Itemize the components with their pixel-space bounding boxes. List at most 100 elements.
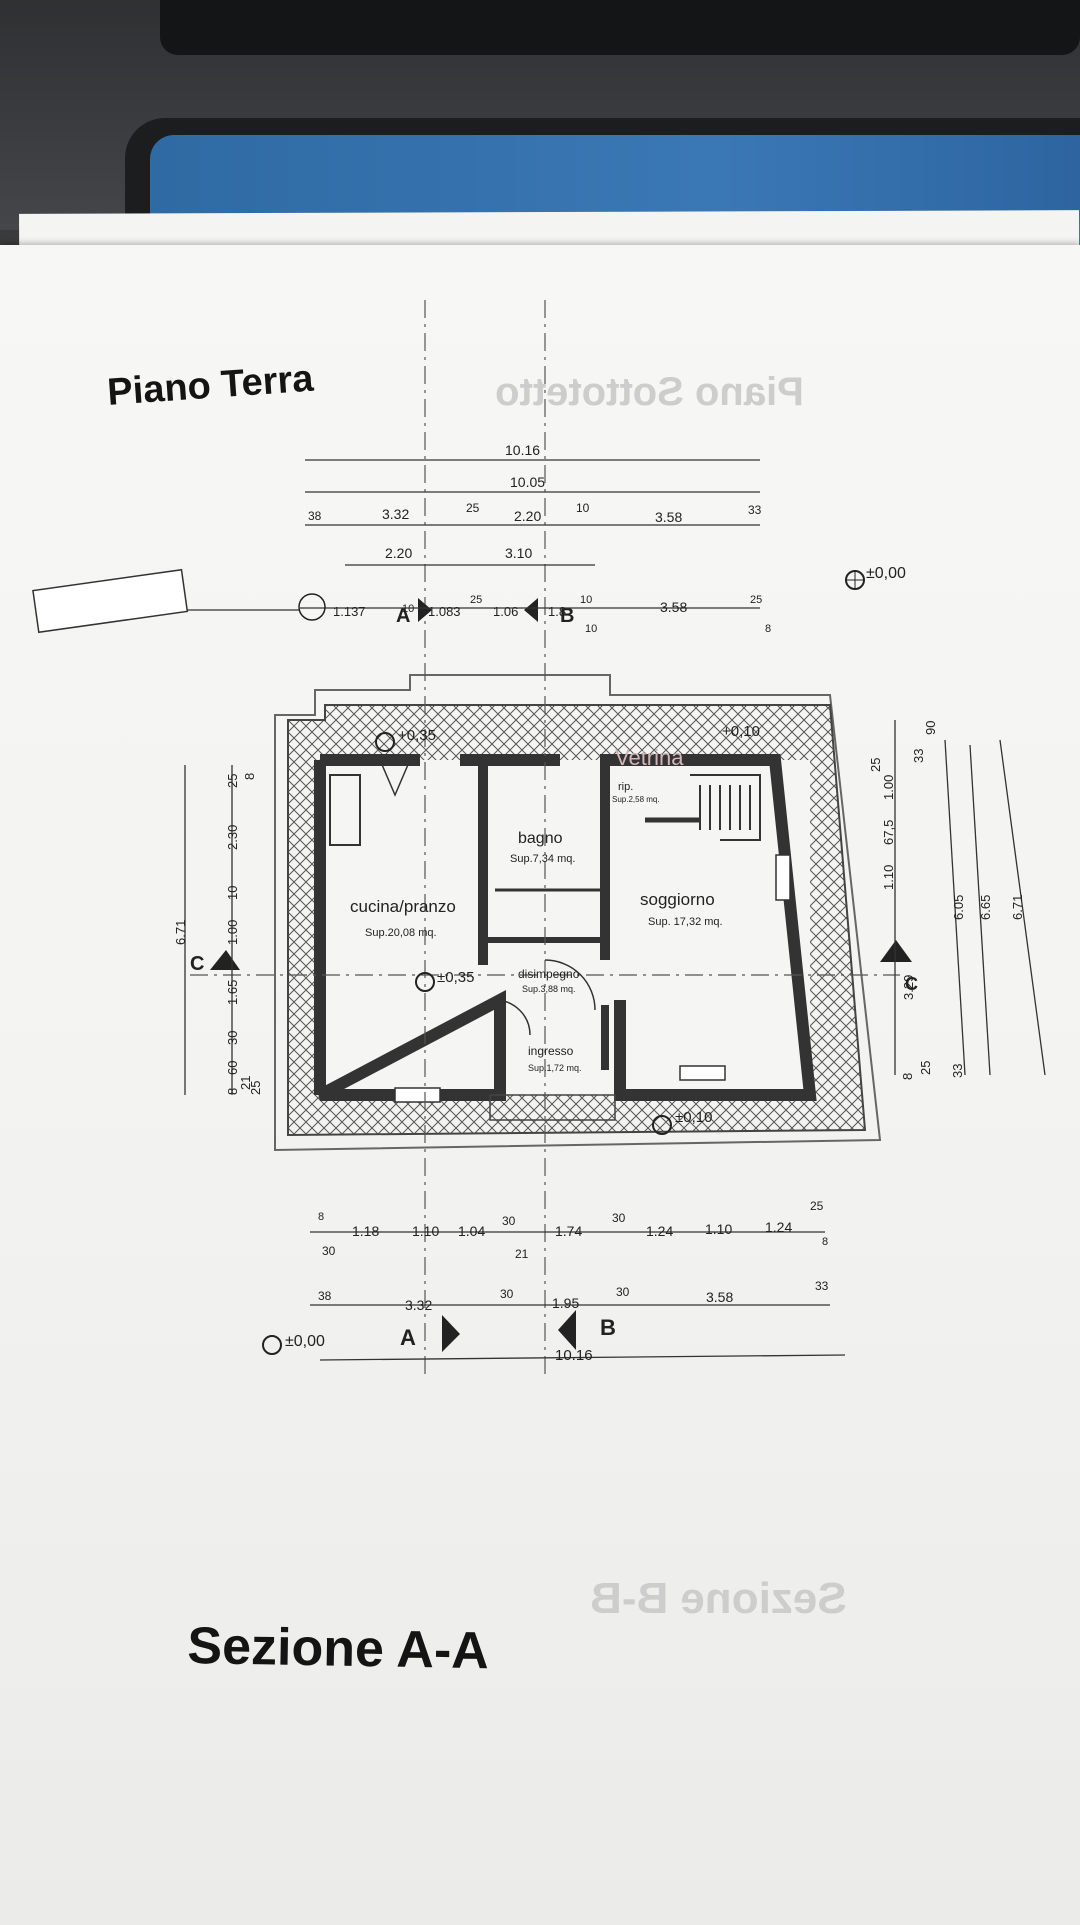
kitchen-counter <box>329 774 361 846</box>
level-entrance: ±0,10 <box>675 1109 712 1126</box>
dim-left-6: 1.65 <box>225 980 240 1005</box>
dim-top-r5-9: 25 <box>750 594 762 606</box>
room-area-living: Sup. 17,32 mq. <box>648 916 723 928</box>
section-arrow-c-right <box>880 940 912 962</box>
dim-bot-r1-6: 21 <box>515 1247 529 1261</box>
dim-top-r4-1: 3.10 <box>505 545 532 561</box>
dim-bot-r1-9: 1.24 <box>646 1223 673 1239</box>
dim-right-7: 8 <box>900 1073 915 1080</box>
room-area-bath: Sup.7,34 mq. <box>510 853 575 865</box>
dim-bot-r1-8: 30 <box>612 1211 626 1225</box>
left-dimension-texts: 6.71 25 8 2.30 10 1.00 1.65 30 60 8 21 2… <box>173 773 263 1095</box>
keyboard <box>160 0 1080 55</box>
dim-top-r5-10: 8 <box>765 623 771 635</box>
dim-left-1: 25 <box>225 774 240 788</box>
section-label-c-left: C <box>190 953 204 975</box>
section-lines <box>190 300 900 1380</box>
dim-bot-r2-5: 3.58 <box>706 1289 733 1305</box>
dim-top-r5-6: 10 <box>580 594 592 606</box>
grid-marker-circle <box>298 593 326 621</box>
room-area-hall: Sup.3,88 mq. <box>522 984 576 994</box>
dim-bot-r2-2: 30 <box>500 1287 514 1301</box>
section-arrow-a-top <box>418 598 432 622</box>
dim-right-1: 33 <box>911 749 926 763</box>
dim-bot-r2-4: 30 <box>616 1285 630 1299</box>
dim-top-r5-8: 3.58 <box>660 599 687 615</box>
bottom-dimension-lines <box>310 1231 846 1361</box>
dim-left-3: 2.30 <box>225 825 240 850</box>
dim-bot-r1-7: 1.74 <box>555 1223 582 1239</box>
dim-bot-r1-0: 8 <box>318 1211 324 1223</box>
dim-bot-r2-6: 33 <box>815 1279 829 1293</box>
dim-top-total1: 10.16 <box>505 442 540 458</box>
dim-right-10: 6.05 <box>951 895 966 920</box>
dim-left-2: 8 <box>242 773 257 780</box>
dim-bot-total: 10.16 <box>555 1347 593 1364</box>
dim-right-9: 33 <box>950 1064 965 1078</box>
left-dimension-lines <box>184 765 233 1095</box>
top-dimension-lines <box>160 459 760 611</box>
room-name-storage: rip. <box>618 781 633 793</box>
level-ground-bottom: ±0,00 <box>285 1333 325 1350</box>
dim-top-r3-3: 2.20 <box>514 508 541 524</box>
room-name-living: soggiorno <box>640 890 715 909</box>
door-arc-hall <box>494 999 531 1036</box>
section-label-a-bottom: A <box>400 1325 416 1350</box>
right-dimension-texts: 90 33 1.00 25 67,5 1.10 3.29 8 25 33 6.0… <box>868 721 1025 1080</box>
dim-left-10: 21 <box>238 1076 253 1090</box>
dim-bot-r2-1: 3.32 <box>405 1297 432 1313</box>
dim-top-r3-4: 10 <box>576 501 590 515</box>
dim-top-r5-5: 1.8 <box>548 604 566 619</box>
entrance-step <box>489 1094 616 1121</box>
level-hall: ±0,35 <box>437 969 474 986</box>
dim-right-8: 25 <box>918 1061 933 1075</box>
dim-left-7: 30 <box>225 1031 240 1045</box>
outer-walls <box>317 754 817 1101</box>
dim-bot-r1-5: 30 <box>502 1214 516 1228</box>
dim-bot-r2-3: 1.95 <box>552 1295 579 1311</box>
room-area-kitchen: Sup.20,08 mq. <box>365 927 437 939</box>
title-sezione-aa: Sezione A-A <box>186 1616 490 1681</box>
section-label-c-right: C <box>905 974 918 994</box>
staircase <box>645 774 761 841</box>
dim-bot-r1-2: 1.18 <box>352 1223 379 1239</box>
level-entry-top: +0,35 <box>398 727 436 744</box>
dim-top-r5-1: 10 <box>402 603 414 615</box>
dim-left-11: 25 <box>248 1081 263 1095</box>
dim-left-5: 1.00 <box>225 920 240 945</box>
dim-right-4: 67,5 <box>881 820 896 845</box>
section-label-b-top: B <box>560 605 574 627</box>
dim-bot-r1-1: 30 <box>322 1244 336 1258</box>
dim-top-r5-0: 1.137 <box>333 604 366 619</box>
dim-top-r5-2: 1.083 <box>428 604 461 619</box>
dim-top-r3-0: 38 <box>308 509 322 523</box>
window-kitchen <box>394 1087 441 1103</box>
section-arrow-b-top <box>524 598 538 622</box>
dim-right-3: 25 <box>868 758 883 772</box>
dim-left-9: 8 <box>225 1088 240 1095</box>
room-name-entrance: ingresso <box>528 1044 574 1058</box>
section-arrow-a-bottom <box>442 1315 460 1352</box>
dim-right-12: 6.71 <box>1010 895 1025 920</box>
dim-bot-r1-4: 1.04 <box>458 1223 485 1239</box>
window-living <box>679 1065 726 1081</box>
dim-right-6: 3.29 <box>901 975 916 1000</box>
dim-top-r3-6: 33 <box>748 503 762 517</box>
room-name-bath: bagno <box>518 830 563 847</box>
window-living-side <box>775 854 791 901</box>
right-dimension-lines <box>894 720 1046 1076</box>
dim-bot-r1-3: 1.10 <box>412 1223 439 1239</box>
dim-top-r3-1: 3.32 <box>382 506 409 522</box>
dim-right-5: 1.10 <box>881 865 896 890</box>
level-markers <box>262 570 865 1355</box>
room-area-entrance: Sup.1,72 mq. <box>528 1063 582 1073</box>
dim-top-r5-3: 25 <box>470 594 482 606</box>
level-ground-right: ±0,00 <box>866 565 906 582</box>
dim-bot-r2-0: 38 <box>318 1289 332 1303</box>
site-outline <box>274 674 882 1152</box>
room-name-kitchen: cucina/pranzo <box>350 897 456 916</box>
dim-right-2: 1.00 <box>881 775 896 800</box>
door-arc-main <box>379 759 411 797</box>
dim-top-r3-2: 25 <box>466 501 480 515</box>
dim-top-r4-0: 2.20 <box>385 545 412 561</box>
